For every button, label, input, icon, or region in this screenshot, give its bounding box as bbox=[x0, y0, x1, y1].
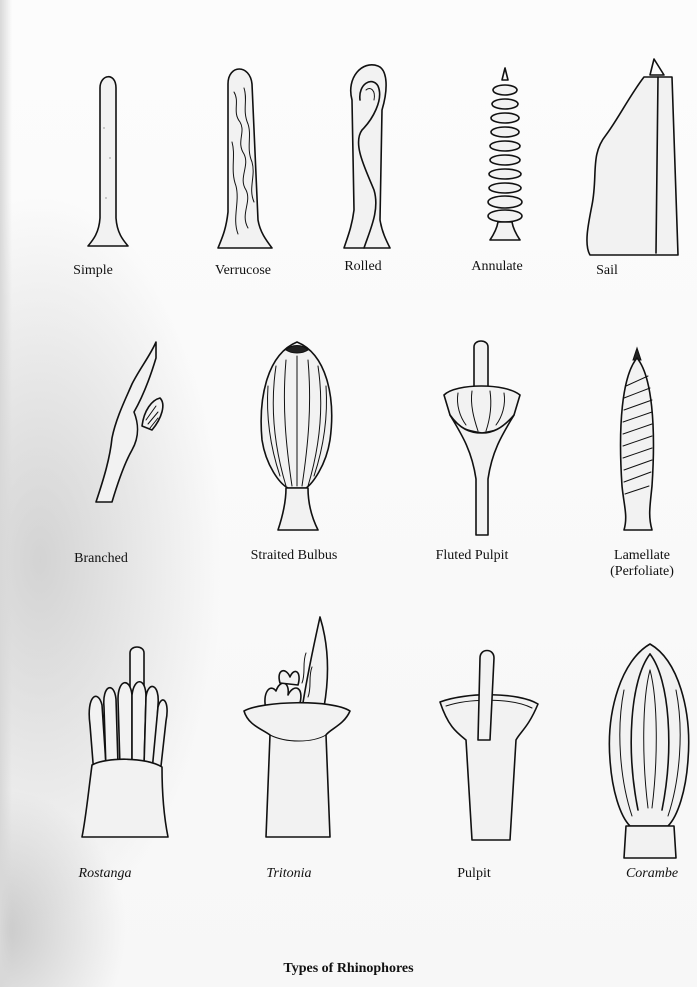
label-rostanga: Rostanga bbox=[79, 866, 132, 882]
label-verrucose: Verrucose bbox=[215, 263, 271, 279]
label-branched: Branched bbox=[74, 551, 128, 567]
verrucose-rhinophore-drawing bbox=[210, 62, 280, 254]
label-straited-bulbus: Straited Bulbus bbox=[251, 548, 338, 564]
fluted-pulpit-rhinophore-drawing bbox=[436, 339, 526, 539]
label-pulpit: Pulpit bbox=[457, 866, 490, 882]
label-annulate: Annulate bbox=[471, 259, 522, 275]
simple-rhinophore-drawing bbox=[78, 68, 138, 253]
label-corambe: Corambe bbox=[626, 866, 678, 882]
label-simple: Simple bbox=[73, 263, 113, 279]
label-tritonia: Tritonia bbox=[266, 866, 311, 882]
label-lamellate-line1: Lamellate bbox=[614, 548, 670, 563]
rolled-rhinophore-drawing bbox=[336, 60, 396, 252]
label-lamellate-line2: (Perfoliate) bbox=[610, 564, 674, 579]
corambe-rhinophore-drawing bbox=[604, 640, 696, 862]
label-sail: Sail bbox=[596, 263, 618, 279]
branched-rhinophore-drawing bbox=[90, 338, 172, 508]
label-rolled: Rolled bbox=[344, 259, 381, 275]
rostanga-rhinophore-drawing bbox=[76, 645, 174, 841]
label-lamellate: Lamellate (Perfoliate) bbox=[587, 548, 697, 580]
pulpit-rhinophore-drawing bbox=[436, 648, 542, 844]
label-fluted-pulpit: Fluted Pulpit bbox=[436, 548, 509, 564]
sail-rhinophore-drawing bbox=[580, 55, 692, 260]
scan-edge-shadow bbox=[0, 0, 12, 987]
figure-caption: Types of Rhinophores bbox=[0, 961, 697, 977]
tritonia-rhinophore-drawing bbox=[236, 613, 356, 841]
lamellate-rhinophore-drawing bbox=[612, 346, 662, 534]
annulate-rhinophore-drawing bbox=[476, 66, 534, 242]
straited-bulbus-rhinophore-drawing bbox=[256, 336, 338, 534]
